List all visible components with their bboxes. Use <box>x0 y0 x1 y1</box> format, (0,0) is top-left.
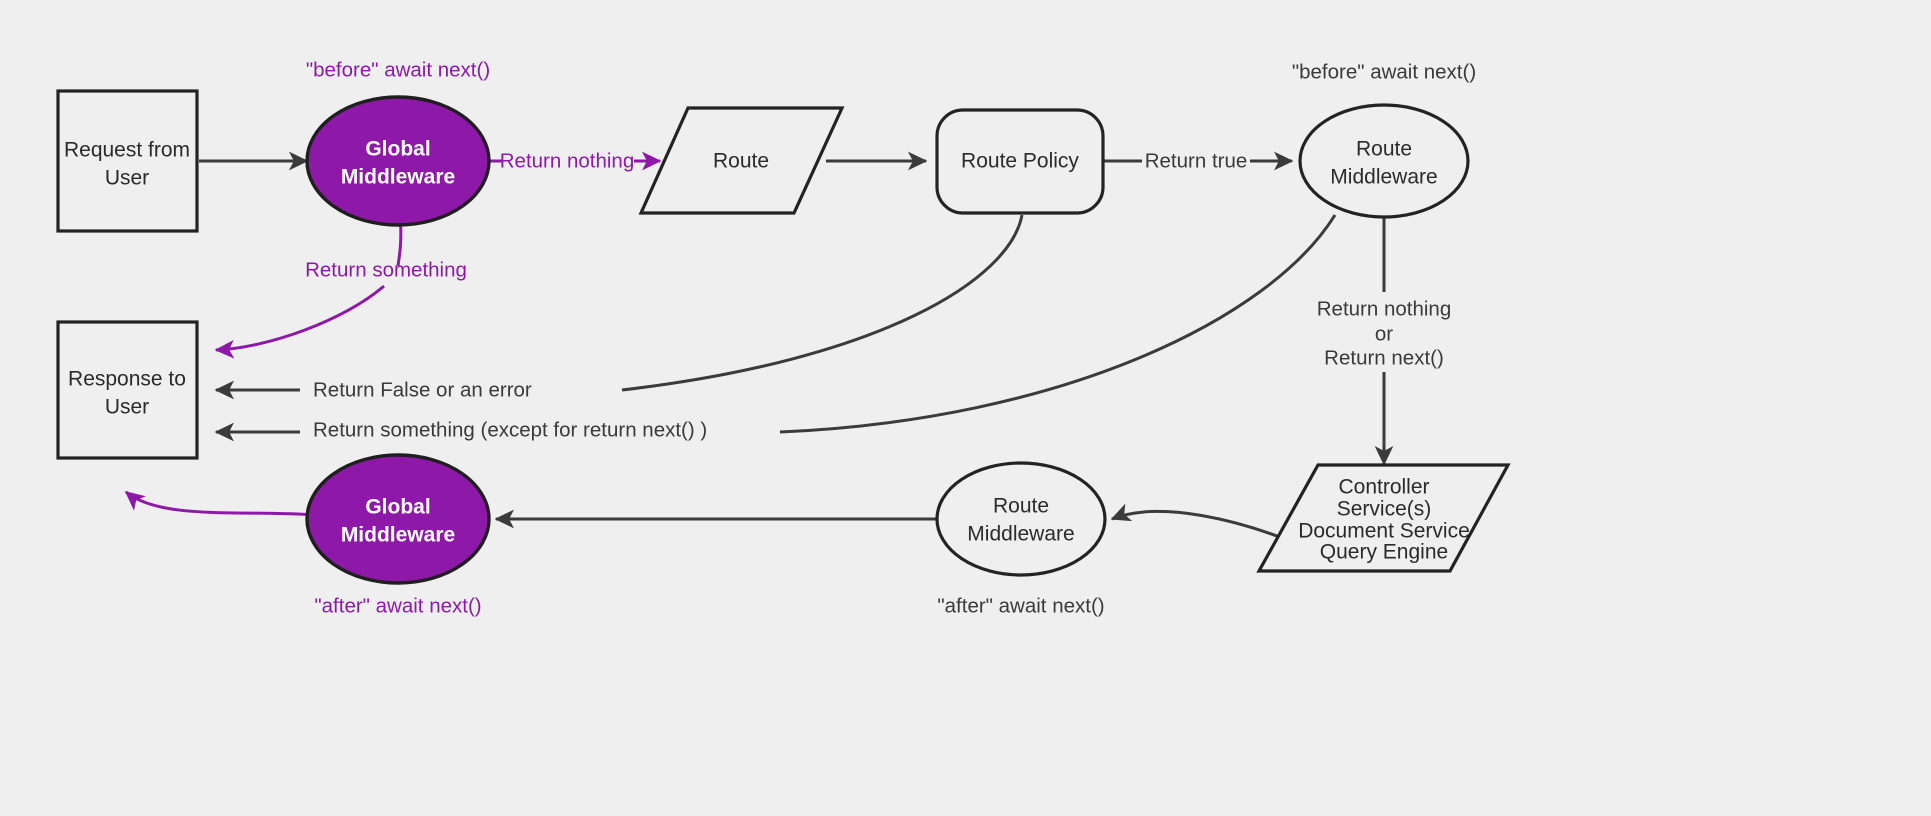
node-controller-services[interactable]: Controller Service(s) Document Service Q… <box>1256 463 1511 573</box>
edge-label-return-nothing-global: Return nothing <box>500 149 634 172</box>
node-global-middleware-top-line2: Middleware <box>341 166 455 189</box>
node-route-middleware-top-line2: Middleware <box>1330 166 1437 189</box>
edge-label-return-nothing-or-next-line2: or <box>1375 322 1393 345</box>
node-route-middleware-top[interactable]: Route Middleware <box>1298 103 1470 219</box>
node-route-label: Route <box>713 150 769 173</box>
node-global-middleware-bottom[interactable]: Global Middleware <box>305 453 491 585</box>
edge-label-return-false-or-error: Return False or an error <box>313 378 532 401</box>
edge-global-middleware-bottom-to-response <box>124 490 317 517</box>
edge-route-policy-to-response <box>621 214 1024 392</box>
edge-label-return-nothing-or-next-line3: Return next() <box>1324 346 1444 369</box>
node-response-to-user[interactable]: Response to User <box>56 320 199 460</box>
node-route-middleware-top-line1: Route <box>1356 138 1412 161</box>
node-global-middleware-bottom-line1: Global <box>365 496 430 519</box>
node-global-middleware-bottom-line2: Middleware <box>341 524 455 547</box>
node-controller-services-line2: Service(s) <box>1337 498 1432 521</box>
edge-global-middleware-to-response-curve <box>214 284 385 359</box>
edge-label-return-something-except-next: Return something (except for return next… <box>313 418 707 441</box>
node-response-to-user-line2: User <box>105 396 149 419</box>
node-route[interactable]: Route <box>638 106 845 215</box>
node-request-from-user-line2: User <box>105 167 149 190</box>
annotation-after-await-next-route: "after" await next() <box>937 594 1104 617</box>
annotation-before-await-next-route: "before" await next() <box>1292 60 1476 83</box>
annotation-before-await-next-global: "before" await next() <box>306 58 490 81</box>
node-response-to-user-line1: Response to <box>68 368 186 391</box>
node-global-middleware-top-line1: Global <box>365 138 430 161</box>
node-route-middleware-bottom-line2: Middleware <box>967 523 1074 546</box>
node-route-policy-label: Route Policy <box>961 150 1079 173</box>
node-route-middleware-bottom-line1: Route <box>993 495 1049 518</box>
edge-controller-to-route-middleware-bottom <box>1110 503 1301 547</box>
edge-label-return-something-global: Return something <box>305 258 467 281</box>
node-route-middleware-bottom[interactable]: Route Middleware <box>935 461 1107 577</box>
node-request-from-user-line1: Request from <box>64 139 190 162</box>
node-request-from-user[interactable]: Request from User <box>56 89 199 233</box>
annotation-after-await-next-global: "after" await next() <box>314 594 481 617</box>
node-controller-services-line1: Controller <box>1338 476 1429 499</box>
node-controller-services-line3: Document Service <box>1298 520 1470 543</box>
node-global-middleware-top[interactable]: Global Middleware <box>305 95 491 227</box>
edge-label-return-nothing-or-next-line1: Return nothing <box>1317 297 1451 320</box>
node-controller-services-line4: Query Engine <box>1320 541 1448 564</box>
edge-label-return-true: Return true <box>1145 149 1248 172</box>
edge-route-middleware-to-response <box>779 214 1337 434</box>
node-route-policy[interactable]: Route Policy <box>935 108 1105 215</box>
